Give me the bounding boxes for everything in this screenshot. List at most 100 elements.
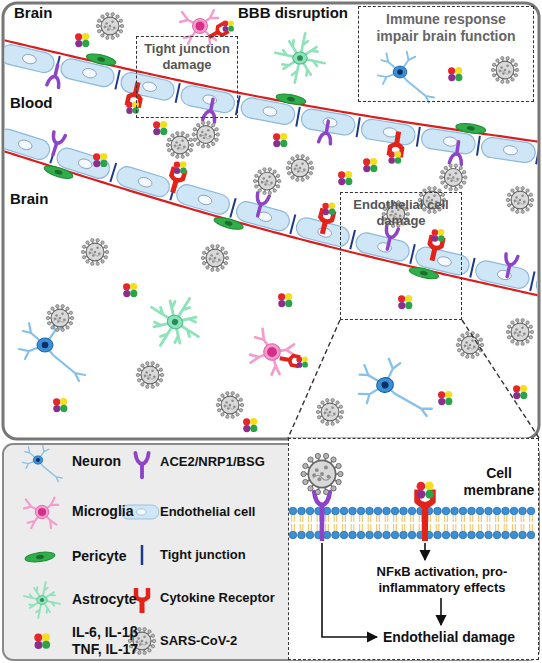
- illustration-part: [485, 531, 493, 539]
- illustration-part: [411, 515, 414, 531]
- illustration-part: [519, 507, 527, 515]
- illustration-part: [521, 515, 524, 531]
- inset-background: [288, 438, 539, 660]
- endo-icon: [5, 43, 57, 75]
- dashed-callout-box: Immune response impair brain function: [358, 6, 534, 102]
- illustration-part: [366, 531, 374, 539]
- micro-icon: [180, 10, 218, 44]
- cyto-icon: [432, 229, 445, 242]
- cyto-icon: [273, 133, 287, 147]
- illustration-part: [402, 515, 405, 531]
- virus-icon: [166, 132, 194, 159]
- illustration-part: [502, 531, 510, 539]
- cyto-icon: [278, 293, 292, 307]
- cyto-icon: [448, 67, 462, 81]
- virus-icon: [253, 168, 281, 195]
- illustration-part: [394, 515, 397, 531]
- virus-icon: [506, 187, 534, 214]
- cyto-icon: [388, 151, 401, 164]
- illustration-part: [334, 515, 337, 531]
- box-label: Endothelial damage: [359, 629, 539, 646]
- illustration-part: [290, 215, 295, 234]
- illustration-part: [408, 507, 416, 515]
- illustration-part: [493, 531, 501, 539]
- box-label: Tight junction damage: [140, 41, 234, 73]
- illustration-part: [317, 515, 320, 531]
- illustration-part: [513, 515, 516, 531]
- illustration-part: [462, 515, 465, 531]
- peri-icon: [25, 550, 56, 563]
- illustration-part: [306, 531, 314, 539]
- region-label: Brain: [10, 190, 48, 208]
- ace2-icon: [135, 453, 148, 477]
- micro-icon: [243, 326, 298, 379]
- illustration-part: [468, 531, 476, 539]
- illustration-part: [332, 507, 340, 515]
- ace2-icon: [319, 120, 335, 144]
- illustration-part: [410, 244, 415, 263]
- illustration-part: [383, 531, 391, 539]
- brain-cells: [19, 10, 534, 432]
- illustration-part: [289, 531, 297, 539]
- virus-icon: [286, 155, 314, 182]
- zoom-inset-box: Cell membraneNFκB activation, pro-inflam…: [288, 438, 539, 660]
- illustration-part: [374, 507, 382, 515]
- ace2-icon: [47, 132, 65, 157]
- illustration-part: [230, 198, 235, 217]
- region-label: Blood: [10, 94, 53, 112]
- ace2-icon: [314, 492, 330, 521]
- ace2-icon: [449, 141, 464, 165]
- virus-icon: [456, 332, 484, 359]
- legend-label: Cytokine Receptor: [160, 590, 286, 606]
- illustration-part: [357, 507, 365, 515]
- neuron-icon: [354, 353, 433, 427]
- endo-icon: [5, 127, 53, 162]
- illustration-part: [306, 507, 314, 515]
- illustration-part: [374, 531, 382, 539]
- illustration-part: [519, 531, 527, 539]
- virus-icon: [136, 362, 164, 389]
- zoom-line: [288, 320, 340, 438]
- cyto-icon: [126, 101, 139, 114]
- zoom-line: [462, 320, 539, 438]
- illustration-part: [510, 507, 518, 515]
- illustration-part: [176, 83, 180, 103]
- peri-icon: [408, 265, 439, 281]
- illustration-part: [451, 531, 459, 539]
- illustration-part: [479, 515, 482, 531]
- virus-icon: [301, 453, 343, 494]
- illustration-part: [527, 507, 535, 515]
- virus-icon: [316, 399, 344, 426]
- illustration-part: [5, 39, 538, 144]
- illustration-part: [476, 531, 484, 539]
- illustration-part: [323, 507, 331, 515]
- illustration-part: [400, 507, 408, 515]
- neuron-icon: [22, 446, 62, 482]
- cyto-icon: [34, 633, 50, 649]
- illustration-part: [459, 507, 467, 515]
- virus-icon: [192, 121, 220, 148]
- illustration-part: [385, 515, 388, 531]
- illustration-part: [470, 515, 473, 531]
- cyto-icon: [363, 158, 377, 172]
- illustration-part: [400, 531, 408, 539]
- illustration-part: [340, 531, 348, 539]
- illustration-part: [110, 163, 116, 182]
- ace2-icon: [382, 226, 399, 250]
- endo-icon: [360, 118, 416, 146]
- region-label: Brain: [14, 4, 52, 22]
- illustration-part: [530, 515, 533, 531]
- illustration-part: [115, 70, 119, 90]
- illustration-part: [436, 515, 439, 531]
- peri-icon: [455, 122, 486, 135]
- illustration-part: [442, 507, 450, 515]
- astro-icon: [24, 582, 60, 618]
- illustration-part: [530, 271, 534, 291]
- region-label: BBB disruption: [238, 4, 348, 22]
- cyto-icon: [417, 482, 434, 499]
- illustration-part: [323, 531, 331, 539]
- illustration-part: [357, 117, 360, 137]
- illustration-part: [417, 127, 420, 147]
- micro-icon: [24, 498, 58, 529]
- endo-icon: [474, 259, 531, 290]
